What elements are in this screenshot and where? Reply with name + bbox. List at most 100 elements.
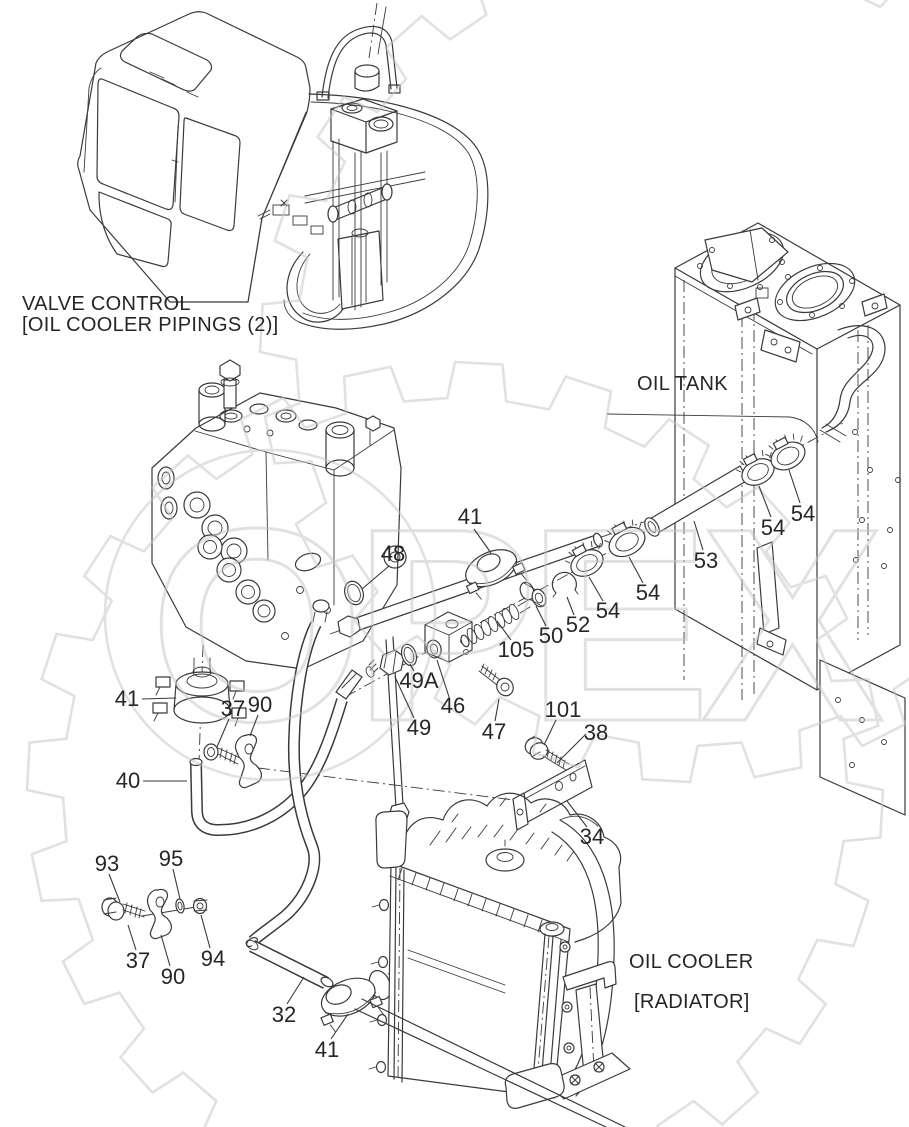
oil-tank xyxy=(674,222,906,816)
windshield xyxy=(96,78,180,211)
cab xyxy=(77,11,311,303)
deck-radiator-panel xyxy=(337,230,384,310)
leader-line xyxy=(160,934,171,967)
callout-32: 32 xyxy=(272,1002,296,1027)
hoses xyxy=(189,621,348,989)
bushing-50 xyxy=(519,581,547,608)
valve-block-body xyxy=(151,392,402,670)
diagram-title-line1: VALVE CONTROL xyxy=(22,293,191,315)
callout-37: 37 xyxy=(221,696,245,721)
tank-suction-pipe xyxy=(819,325,886,443)
hose-clamp-41-bottom xyxy=(320,969,403,1032)
washer-95 xyxy=(175,898,185,914)
hose-clamp-54 xyxy=(604,519,646,558)
callout-94: 94 xyxy=(201,946,225,971)
leader-line xyxy=(788,469,801,504)
leader-line xyxy=(628,556,644,584)
hose-clamp-54 xyxy=(736,449,775,486)
leader-line xyxy=(494,698,500,722)
callout-37: 37 xyxy=(126,948,150,973)
bracket-90-upper xyxy=(234,733,262,789)
leader-line xyxy=(172,868,181,900)
callout-41: 41 xyxy=(115,686,139,711)
watermark-gear xyxy=(25,360,885,1127)
callout-54: 54 xyxy=(761,515,785,540)
cab-roof-panel xyxy=(119,32,213,92)
tank-filler-flange xyxy=(697,227,789,299)
corner-pad xyxy=(375,810,408,869)
fuel-cap xyxy=(354,64,380,78)
valve-stud xyxy=(223,379,237,409)
roof-ticks xyxy=(149,71,199,98)
leader-line xyxy=(588,576,604,602)
callout-101: 101 xyxy=(545,697,582,722)
diagram-title-line2: [OIL COOLER PIPINGS (2)] xyxy=(22,314,279,336)
spring-105 xyxy=(460,599,531,648)
side-bracket xyxy=(562,960,617,991)
deck-tank-box xyxy=(330,98,398,154)
fastener-group-lower xyxy=(101,888,208,940)
leader-line xyxy=(141,697,177,700)
leader-line xyxy=(409,663,415,672)
bracket-centerline xyxy=(257,767,515,801)
callout-90: 90 xyxy=(248,692,272,717)
oil-cooler-radiator xyxy=(354,792,631,1127)
frame-rail xyxy=(354,998,626,1127)
leader-line xyxy=(361,565,390,590)
hose-clamp-41 xyxy=(465,549,528,600)
watermark-text: OPEX xyxy=(150,472,886,779)
corner-pad xyxy=(504,1063,565,1109)
leader-line xyxy=(566,800,588,828)
tank-tab xyxy=(861,293,888,317)
callout-38: 38 xyxy=(584,720,608,745)
callout-34: 34 xyxy=(580,824,604,849)
leader-line xyxy=(693,520,704,551)
screw-37-upper xyxy=(203,743,241,765)
tank-bracket-strip xyxy=(756,541,780,635)
callout-47: 47 xyxy=(482,719,506,744)
hose-clamp-41-left xyxy=(152,657,247,727)
hose-ferrule xyxy=(335,669,363,700)
callout-49A: 49A xyxy=(399,668,438,693)
hose-clamp-54 xyxy=(565,540,604,577)
hose-clamp-54 xyxy=(765,433,806,471)
callout-41: 41 xyxy=(315,1037,339,1062)
leader-line xyxy=(758,485,772,518)
leader-line xyxy=(436,659,450,698)
leader-line xyxy=(543,719,557,746)
mount-plate-34 xyxy=(512,759,593,831)
tank-port-flange xyxy=(774,262,856,322)
tank-tab xyxy=(734,297,761,321)
leader-line xyxy=(216,718,230,748)
clamp-centerline xyxy=(198,644,204,763)
bolt-47 xyxy=(478,663,514,697)
radiator-top-silhouette xyxy=(398,792,622,943)
callout-50: 50 xyxy=(539,623,563,648)
tank-block xyxy=(760,329,801,363)
deck-hose-loop xyxy=(286,251,344,323)
nut-94 xyxy=(192,897,208,915)
callout-41: 41 xyxy=(458,504,482,529)
leader-line xyxy=(473,528,492,554)
leader-line xyxy=(286,976,305,1005)
valve-body-46 xyxy=(424,611,473,663)
handrail xyxy=(321,25,398,98)
callout-48: 48 xyxy=(381,541,405,566)
leader-line xyxy=(330,1013,349,1040)
deck-cylinder xyxy=(332,185,388,222)
watermark-circle xyxy=(103,448,437,782)
excavator-overview xyxy=(77,2,489,330)
callout-53: 53 xyxy=(694,548,718,573)
watermark-gear xyxy=(258,0,909,784)
leader-line xyxy=(566,596,575,616)
leader-line xyxy=(556,733,587,764)
tank-lower-panel xyxy=(819,659,906,816)
callout-52: 52 xyxy=(566,612,590,637)
callout-54: 54 xyxy=(791,501,815,526)
leader-line xyxy=(394,676,415,719)
oil-tank-label: OIL TANK xyxy=(637,373,728,395)
bolt-axis xyxy=(141,906,197,917)
callout-54: 54 xyxy=(596,598,620,623)
